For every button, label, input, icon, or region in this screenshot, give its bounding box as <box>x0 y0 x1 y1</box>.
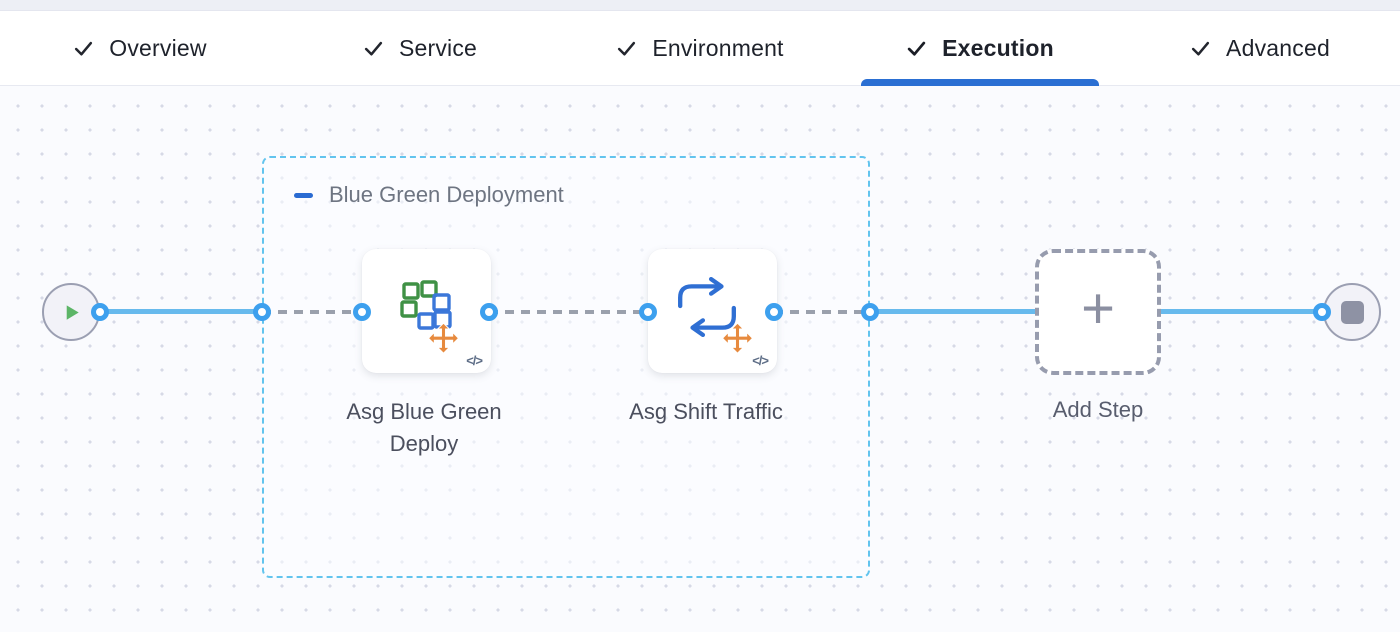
port-step1-out[interactable] <box>480 303 498 321</box>
step-group-header: Blue Green Deployment <box>294 182 868 208</box>
active-tab-underline <box>861 79 1099 86</box>
tab-environment-label: Environment <box>652 34 784 61</box>
check-icon <box>618 41 636 56</box>
tab-overview[interactable]: Overview <box>0 11 280 85</box>
tab-overview-label: Overview <box>109 34 207 61</box>
port-start-out[interactable] <box>91 303 109 321</box>
step-group-label: Blue Green Deployment <box>329 182 564 207</box>
check-icon <box>907 41 926 56</box>
drag-move-icon <box>721 322 754 354</box>
tab-execution-label: Execution <box>942 34 1054 61</box>
step-group-blue-green-deployment: Blue Green Deployment <box>262 156 870 578</box>
code-template-icon[interactable]: </> <box>752 353 769 368</box>
tab-service[interactable]: Service <box>280 11 560 85</box>
add-step-button[interactable]: + <box>1035 249 1161 375</box>
connector-line-dashed <box>489 310 648 314</box>
port-step2-out[interactable] <box>765 303 783 321</box>
tab-service-label: Service <box>398 34 478 61</box>
drag-move-icon <box>427 322 460 354</box>
port-group-out[interactable] <box>861 303 879 321</box>
add-step-label: Add Step <box>1052 397 1144 422</box>
stage-tab-bar: Overview Service Environment Execution A… <box>0 10 1400 86</box>
step-label-asg-blue-green-deploy: Asg Blue Green Deploy <box>346 399 502 456</box>
connector-line-dashed <box>774 310 870 314</box>
connector-line-dashed <box>262 310 362 314</box>
tab-execution[interactable]: Execution <box>840 11 1120 86</box>
check-icon <box>75 41 93 56</box>
step-card-asg-shift-traffic[interactable]: </> <box>648 249 777 373</box>
tab-advanced-label: Advanced <box>1226 34 1330 61</box>
port-end-in[interactable] <box>1313 303 1331 321</box>
tab-advanced[interactable]: Advanced <box>1120 11 1400 85</box>
port-step2-in[interactable] <box>639 303 657 321</box>
check-icon <box>1191 41 1210 56</box>
play-icon <box>66 304 79 320</box>
connector-line <box>100 309 262 314</box>
step-card-asg-blue-green-deploy[interactable]: </> <box>362 249 491 373</box>
port-step1-in[interactable] <box>353 303 371 321</box>
pipeline-start-node <box>42 283 100 341</box>
stop-icon <box>1340 300 1364 324</box>
code-template-icon[interactable]: </> <box>466 353 483 368</box>
pipeline-canvas[interactable]: Blue Green Deployment </> <box>0 86 1400 632</box>
collapse-group-icon[interactable] <box>294 192 313 198</box>
plus-icon: + <box>1081 276 1115 341</box>
port-group-in[interactable] <box>253 303 271 321</box>
tab-environment[interactable]: Environment <box>560 11 840 85</box>
check-icon <box>364 41 383 56</box>
step-label-asg-shift-traffic: Asg Shift Traffic <box>629 399 783 424</box>
pipeline-end-node <box>1323 283 1381 341</box>
asg-shift-traffic-icon <box>678 277 736 337</box>
top-strip <box>0 0 1400 10</box>
